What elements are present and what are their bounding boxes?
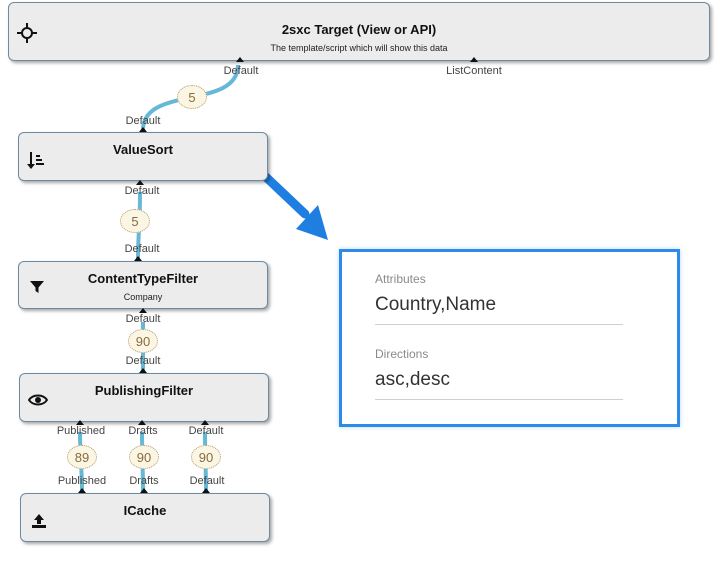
connection-count-badge: 5 — [177, 85, 207, 109]
node-subtitle: Company — [123, 292, 163, 302]
port-marker[interactable] — [139, 368, 147, 373]
port-label-drafts[interactable]: Drafts — [128, 425, 158, 437]
node-title: ContentTypeFilter — [87, 271, 199, 286]
port-label-drafts[interactable]: Drafts — [129, 475, 159, 487]
connection-count-badge: 5 — [120, 209, 150, 233]
port-marker[interactable] — [78, 488, 86, 493]
sort-descending-icon — [24, 147, 50, 173]
crosshair-icon — [14, 20, 40, 46]
attributes-field[interactable]: Attributes Country,Name — [375, 272, 623, 325]
attributes-value[interactable]: Country,Name — [375, 294, 623, 325]
port-marker[interactable] — [139, 127, 147, 132]
port-label-default[interactable]: Default — [188, 425, 224, 437]
port-label-default[interactable]: Default — [125, 115, 161, 127]
filter-icon — [24, 274, 50, 300]
port-marker[interactable] — [201, 420, 209, 425]
port-marker[interactable] — [136, 180, 144, 185]
port-marker[interactable] — [76, 420, 84, 425]
connection-count-badge: 89 — [67, 445, 97, 469]
eye-icon — [25, 387, 51, 413]
port-marker[interactable] — [140, 488, 148, 493]
node-title: PublishingFilter — [94, 383, 194, 398]
node-title: ValueSort — [113, 142, 173, 157]
port-label-listcontent[interactable]: ListContent — [446, 65, 502, 77]
port-label-default[interactable]: Default — [125, 355, 161, 367]
port-marker[interactable] — [134, 256, 142, 261]
port-label-default[interactable]: Default — [124, 243, 160, 255]
port-marker[interactable] — [470, 57, 478, 62]
valuesort-node[interactable]: ValueSort — [18, 132, 268, 181]
port-label-default[interactable]: Default — [124, 185, 160, 197]
properties-panel: Attributes Country,Name Directions asc,d… — [339, 249, 680, 427]
port-label-default[interactable]: Default — [189, 475, 225, 487]
node-subtitle: The template/script which will show this… — [270, 43, 448, 53]
connection-count-badge: 90 — [191, 445, 221, 469]
directions-value[interactable]: asc,desc — [375, 369, 623, 400]
port-label-published[interactable]: Published — [56, 425, 106, 437]
target-node[interactable]: 2sxc Target (View or API) The template/s… — [8, 2, 710, 61]
port-marker[interactable] — [202, 488, 210, 493]
connection-count-badge: 90 — [128, 329, 158, 353]
port-label-default[interactable]: Default — [125, 313, 161, 325]
connection-count-badge: 90 — [129, 445, 159, 469]
upload-icon — [26, 508, 52, 534]
port-marker[interactable] — [236, 57, 244, 62]
field-label: Attributes — [375, 272, 426, 286]
port-marker[interactable] — [138, 420, 146, 425]
port-label-published[interactable]: Published — [57, 475, 107, 487]
node-title: ICache — [123, 503, 167, 518]
directions-field[interactable]: Directions asc,desc — [375, 347, 623, 400]
icache-node[interactable]: ICache — [20, 493, 270, 542]
node-title: 2sxc Target (View or API) — [281, 22, 437, 37]
contenttypefilter-node[interactable]: ContentTypeFilter Company — [18, 261, 268, 309]
field-label: Directions — [375, 347, 429, 361]
port-marker[interactable] — [139, 308, 147, 313]
port-label-default[interactable]: Default — [223, 65, 259, 77]
publishingfilter-node[interactable]: PublishingFilter — [19, 373, 269, 422]
